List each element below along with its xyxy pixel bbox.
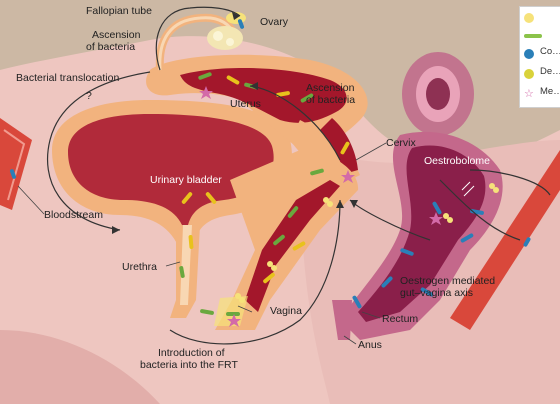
legend-row-metabolite: ☆ Me… [524, 87, 560, 109]
ascension-arrow-uterus [249, 85, 341, 161]
label-question: ? [86, 90, 92, 102]
metabolite-star-icon: ☆ [524, 88, 534, 100]
legend-text: Co… oe… [540, 46, 560, 57]
translocation-arrow [46, 71, 151, 231]
uterus-cavity [180, 67, 347, 123]
vertebra-core [426, 78, 450, 110]
leader-lines-white [461, 181, 475, 197]
right-vessel [450, 150, 560, 330]
ovary [207, 26, 243, 50]
ovary-follicle-1 [213, 31, 223, 41]
label-oestrogen-1: Oestrogen mediated [400, 275, 495, 287]
label-anus: Anus [358, 339, 382, 351]
bacteria-cocci [235, 183, 499, 303]
legend-row-conjugated: Co… oe… [524, 47, 560, 69]
bacteria-yellow [181, 75, 350, 284]
label-ascension-left-1: Ascension [92, 29, 141, 41]
label-uterus: Uterus [230, 98, 261, 110]
label-cervix: Cervix [386, 137, 417, 149]
legend: Co… oe… De… oe… ☆ Me… [519, 6, 560, 108]
legend-row-bacteria [524, 29, 560, 51]
label-vagina: Vagina [270, 305, 302, 317]
oestrobolome-arrow-down [439, 179, 521, 241]
deconjugated-oestrogen-icon [524, 69, 534, 79]
urethra-lumen [180, 225, 192, 305]
introduction-arrow [169, 199, 341, 345]
label-bloodstream: Bloodstream [44, 209, 103, 221]
label-urethra: Urethra [122, 261, 157, 273]
bloodstream-vessel [0, 118, 32, 210]
label-urinary-bladder: Urinary bladder [150, 174, 222, 186]
bacteria-green [179, 72, 324, 316]
metabolite-stars [199, 86, 443, 327]
cervical-canal [320, 118, 358, 174]
label-oestrogen-2: gut–vagina axis [400, 287, 473, 299]
oestrobolome-arrow-right [469, 169, 551, 196]
ovary-follicle-2 [226, 38, 234, 46]
legend-row-deconjugated: De… oe… [524, 67, 560, 89]
label-oestrobolome: Oestrobolome [424, 155, 490, 167]
label-ascension-right-1: Ascension [306, 82, 355, 94]
label-ovary: Ovary [260, 16, 289, 28]
legend-text: De… oe… [540, 66, 560, 77]
bacteria-rod-icon [524, 34, 542, 38]
bloodstream-highlight [3, 129, 26, 201]
bladder-lumen [68, 114, 274, 225]
fallopian-tube-lumen [158, 16, 237, 71]
legend-text: Me… [540, 86, 560, 97]
label-ascension-right-2: of bacteria [306, 94, 355, 106]
vaginal-opening-glow [214, 296, 248, 326]
anal-canal [332, 300, 352, 340]
legend-row-oestrogen [524, 11, 560, 33]
label-bacterial-translocation: Bacterial translocation [16, 72, 119, 84]
label-ascension-left-2: of bacteria [86, 41, 135, 53]
thigh-shadow [0, 330, 160, 404]
label-introduction-1: Introduction of [158, 347, 225, 359]
arrow-heads [112, 12, 358, 234]
label-introduction-2: bacteria into the FRT [140, 359, 238, 371]
leader-lines [17, 142, 387, 345]
oestrogen-dot-icon [524, 13, 534, 23]
conjugated-oestrogen-icon [524, 49, 534, 59]
label-fallopian-tube: Fallopian tube [86, 5, 152, 17]
arrows [46, 6, 551, 345]
bacteria-blue [9, 19, 531, 309]
ascension-arrow-top [155, 6, 241, 71]
label-rectum: Rectum [382, 313, 418, 325]
